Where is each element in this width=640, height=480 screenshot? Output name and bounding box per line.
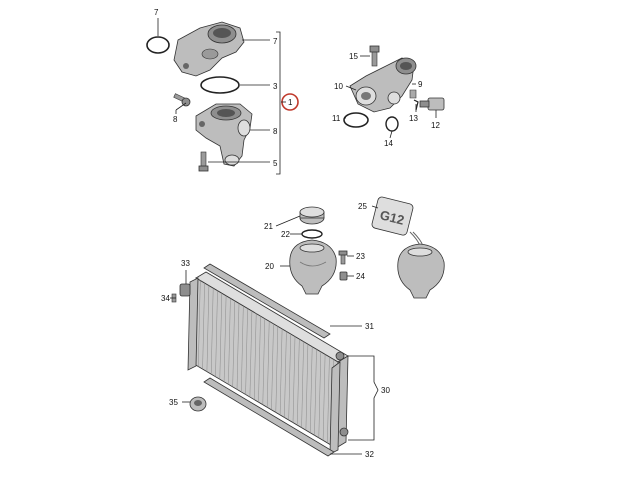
coolant-bottle-part-25[interactable]: G12 bbox=[371, 196, 414, 236]
temperature-sensor-part-12[interactable] bbox=[419, 97, 445, 111]
callout-1: 1 bbox=[288, 98, 293, 107]
callout-14: 14 bbox=[384, 139, 393, 148]
callout-21: 21 bbox=[264, 222, 273, 231]
callout-8: 8 bbox=[273, 127, 278, 136]
o-ring-part-11[interactable] bbox=[343, 112, 369, 128]
seal-strip-part-32[interactable] bbox=[203, 377, 335, 457]
seal-part-14[interactable] bbox=[385, 116, 399, 132]
callout-22: 22 bbox=[281, 230, 290, 239]
callout-31: 31 bbox=[365, 322, 374, 331]
clip-part-24[interactable] bbox=[339, 271, 348, 281]
coolant-flange-group: 7 7 3 8 8 5 1 bbox=[146, 8, 299, 175]
callout-3: 3 bbox=[273, 82, 278, 91]
clip-part-13[interactable] bbox=[413, 99, 419, 111]
clip-part-9[interactable] bbox=[409, 89, 417, 99]
lower-housing-part-8[interactable] bbox=[195, 103, 253, 167]
callout-12: 12 bbox=[431, 121, 440, 130]
bolt-part-5[interactable] bbox=[198, 151, 209, 172]
bolt-part-8[interactable] bbox=[173, 93, 191, 107]
callout-30: 30 bbox=[381, 386, 390, 395]
callout-9: 9 bbox=[418, 80, 423, 89]
callout-7-top: 7 bbox=[154, 8, 159, 17]
radiator-part-30[interactable] bbox=[187, 271, 349, 455]
rubber-mount-part-35[interactable] bbox=[189, 396, 207, 412]
callout-23: 23 bbox=[356, 252, 365, 261]
expansion-tank-filled bbox=[397, 243, 445, 299]
callout-33: 33 bbox=[181, 259, 190, 268]
thermostat-housing-group: 15 10 11 9 13 12 14 bbox=[332, 45, 445, 148]
callout-35: 35 bbox=[169, 398, 178, 407]
cap-seal-part-22[interactable] bbox=[301, 229, 323, 239]
bolt-part-15[interactable] bbox=[369, 45, 380, 67]
callout-34: 34 bbox=[161, 294, 170, 303]
callout-10: 10 bbox=[334, 82, 343, 91]
gasket-part-3[interactable] bbox=[200, 76, 240, 94]
coolant-fill-group: G12 25 bbox=[358, 196, 445, 299]
callout-20: 20 bbox=[265, 262, 274, 271]
rubber-mount-part-33[interactable] bbox=[179, 283, 191, 297]
bolt-part-23[interactable] bbox=[338, 250, 348, 265]
callout-32: 32 bbox=[365, 450, 374, 459]
callout-15: 15 bbox=[349, 52, 358, 61]
expansion-tank-part-20[interactable] bbox=[289, 239, 337, 295]
tank-cap-part-21[interactable] bbox=[299, 206, 325, 225]
callout-13: 13 bbox=[409, 114, 418, 123]
callout-7: 7 bbox=[273, 37, 278, 46]
coolant-bottle-label: G12 bbox=[378, 207, 405, 228]
callout-8-left: 8 bbox=[173, 115, 178, 124]
radiator-group: 33 34 31 30 35 32 bbox=[161, 259, 390, 459]
expansion-tank-group: 21 22 20 23 24 bbox=[264, 206, 365, 295]
seal-strip-part-31[interactable] bbox=[203, 263, 331, 339]
callout-24: 24 bbox=[356, 272, 365, 281]
o-ring-part-7[interactable] bbox=[146, 36, 170, 54]
callout-25: 25 bbox=[358, 202, 367, 211]
callout-11: 11 bbox=[332, 114, 341, 123]
callout-5: 5 bbox=[273, 159, 278, 168]
